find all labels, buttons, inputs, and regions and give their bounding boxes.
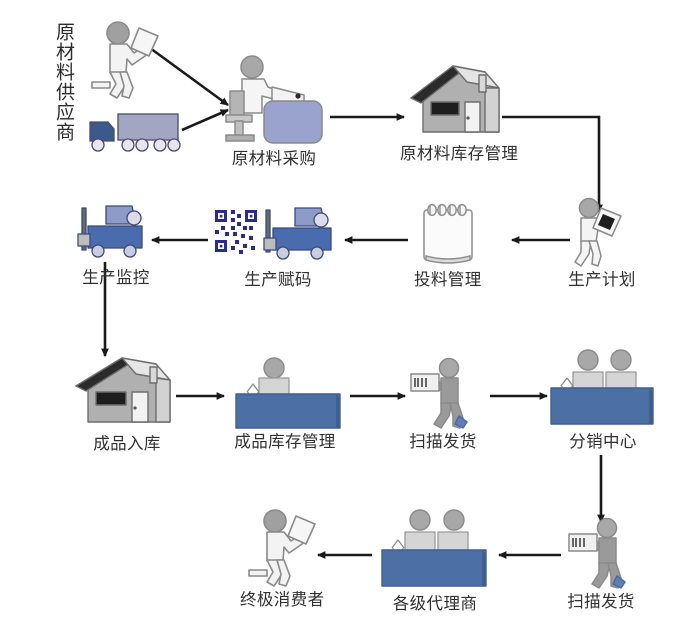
node-production-monitoring: 生产监控 <box>77 202 154 287</box>
person-at-computer-icon <box>218 55 330 147</box>
person-with-tablet-icon <box>567 196 637 268</box>
node-scan-shipment-1: 扫描发货 <box>405 356 481 451</box>
edge-truck-to-purchase <box>181 108 229 132</box>
edge-rawinv-to-plan <box>502 115 603 213</box>
node-label: 终极消费者 <box>240 591 325 609</box>
edge-runner-to-purchase <box>149 46 229 107</box>
warehouse-house-icon <box>72 352 182 432</box>
node-raw-material-inventory: 原材料库存管理 <box>400 58 518 163</box>
person-scanner-icon <box>405 356 481 430</box>
node-end-consumer: 终极消费者 <box>240 508 325 609</box>
node-label: 生产计划 <box>568 271 636 289</box>
node-label: 投料管理 <box>414 271 482 289</box>
node-production-coding: 生产赋码 <box>213 202 343 289</box>
node-label: 扫描发货 <box>409 433 477 451</box>
node-distribution-center: 分销中心 <box>547 346 659 451</box>
node-finished-goods-inventory: 成品库存管理 <box>226 356 344 451</box>
node-label: 原材料库存管理 <box>400 145 519 163</box>
counter-two-person-icon <box>376 506 494 592</box>
supplier-vertical-title: 原材料供应商 <box>53 22 74 142</box>
node-finished-goods-inbound: 成品入库 <box>72 352 182 453</box>
node-label: 分销中心 <box>569 433 637 451</box>
qrcode-forklift-icon <box>213 202 343 268</box>
node-raw-material-purchase: 原材料采购 <box>218 55 330 168</box>
node-label: 生产监控 <box>82 269 150 287</box>
delivery-truck-icon <box>86 108 184 154</box>
node-agents-all-levels: 各级代理商 <box>376 506 494 613</box>
node-supplier-truck <box>86 108 184 157</box>
node-label: 各级代理商 <box>392 595 478 613</box>
person-carrying-box-icon <box>86 20 164 100</box>
node-production-plan: 生产计划 <box>567 196 637 289</box>
node-supplier-runner <box>86 20 164 103</box>
node-label: 生产赋码 <box>244 271 312 289</box>
node-feeding-management: 投料管理 <box>414 200 482 289</box>
warehouse-house-icon <box>407 58 511 142</box>
qr-code <box>213 208 259 254</box>
node-label: 原材料采购 <box>231 150 317 168</box>
node-scan-shipment-2: 扫描发货 <box>563 516 639 611</box>
person-carrying-box-icon <box>243 508 321 588</box>
node-label: 扫描发货 <box>567 593 635 611</box>
node-label: 成品入库 <box>93 435 161 453</box>
counter-two-person-icon <box>547 346 659 430</box>
counter-one-person-icon <box>226 356 344 430</box>
spiral-notepad-icon <box>416 200 480 268</box>
person-scanner-icon <box>563 516 639 590</box>
node-label: 成品库存管理 <box>234 433 336 451</box>
forklift-icon <box>77 202 154 266</box>
